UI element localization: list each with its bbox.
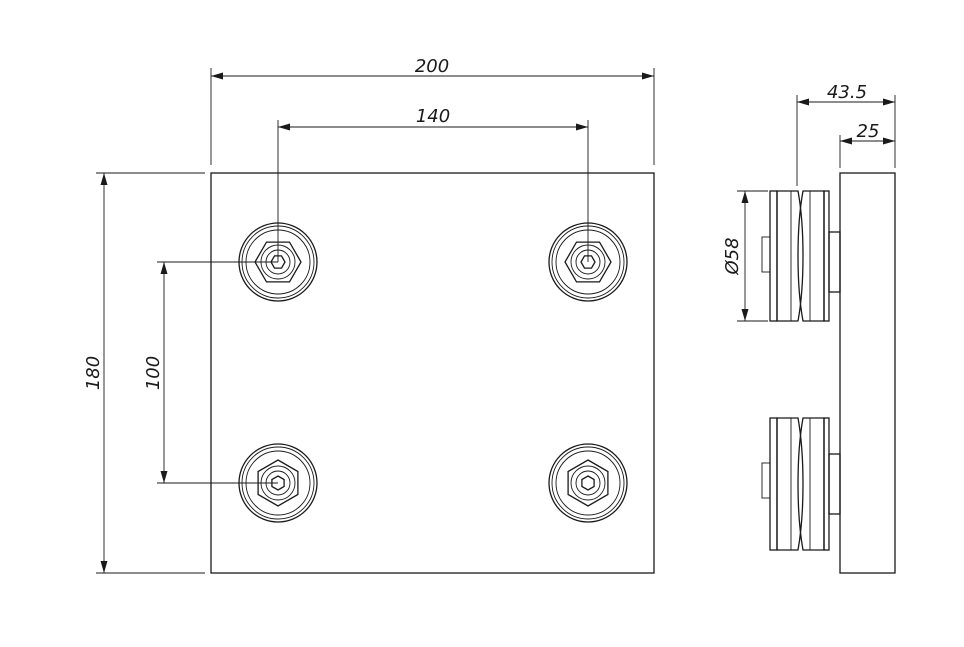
side-wheel-lower: [761, 417, 841, 551]
side-view: 43.5 25 Ø58: [722, 82, 896, 574]
dim-overall-height-label: 180: [83, 356, 104, 390]
dim-hole-spacing-vertical-label: 100: [143, 356, 164, 390]
dim-hole-spacing-horizontal: 140: [278, 106, 588, 131]
dim-overall-height: 180: [83, 173, 108, 573]
dim-total-depth-label: 43.5: [827, 82, 867, 103]
dim-wheel-diameter-label: Ø58: [722, 237, 743, 275]
dim-overall-width: 200: [211, 56, 654, 80]
wheel-bottom-right: [548, 443, 628, 523]
mounting-plate: [210, 172, 655, 574]
dim-hole-spacing-horizontal-label: 140: [416, 106, 450, 127]
side-wheel-upper: [761, 190, 841, 322]
dim-overall-width-label: 200: [415, 56, 449, 77]
dim-total-depth: 43.5: [797, 82, 895, 106]
front-view: 200 140 180 100: [83, 56, 655, 574]
dim-hole-spacing-vertical: 100: [143, 262, 168, 483]
dim-plate-thickness-label: 25: [857, 121, 880, 142]
dim-plate-thickness: 25: [840, 121, 895, 145]
dim-wheel-diameter: Ø58: [722, 191, 749, 321]
side-plate: [839, 172, 896, 574]
